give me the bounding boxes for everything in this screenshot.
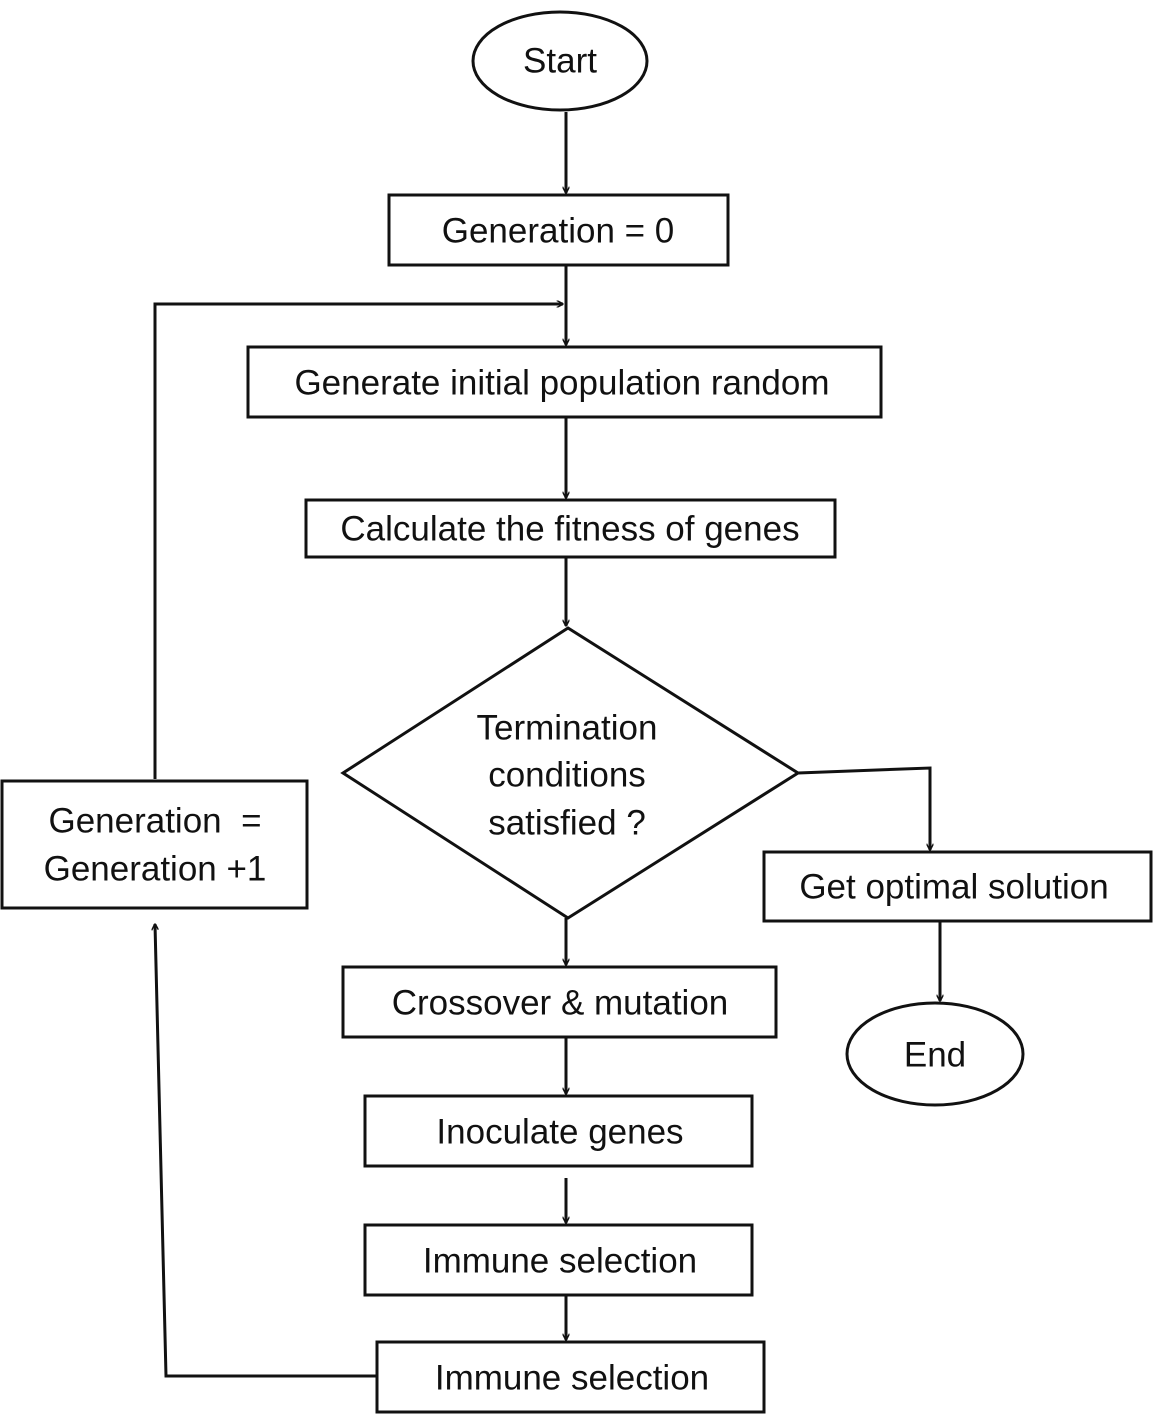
immune-selection-box-2: Immune selection bbox=[375, 1340, 766, 1414]
arrow-increment-loop-back bbox=[153, 304, 563, 779]
end-terminal: End bbox=[845, 1001, 1025, 1107]
inoculate-box: Inoculate genes bbox=[363, 1094, 754, 1168]
increment-box: Generation = Generation +1 bbox=[0, 779, 309, 910]
fitness-label: Calculate the fitness of genes bbox=[340, 510, 799, 549]
crossover-box: Crossover & mutation bbox=[341, 965, 778, 1039]
start-label: Start bbox=[523, 42, 597, 81]
immune-selection-box-1: Immune selection bbox=[363, 1223, 754, 1297]
init-pop-label: Generate initial population random bbox=[294, 364, 829, 403]
optimal-box: Get optimal solution bbox=[762, 850, 1153, 923]
arrow-immune2-to-increment bbox=[155, 924, 377, 1378]
init-pop-box: Generate initial population random bbox=[246, 345, 883, 419]
immune-selection-label-2: Immune selection bbox=[435, 1359, 709, 1398]
gen-zero-box: Generation = 0 bbox=[387, 193, 730, 267]
connectors bbox=[153, 112, 940, 1378]
termination-decision: Termination conditions satisfied ? bbox=[340, 626, 801, 920]
inoculate-label: Inoculate genes bbox=[436, 1113, 683, 1152]
decision-line-1: Termination bbox=[477, 709, 658, 748]
optimal-label: Get optimal solution bbox=[799, 868, 1108, 907]
arrow-decision-to-optimal bbox=[797, 766, 930, 850]
immune-selection-label-1: Immune selection bbox=[423, 1242, 697, 1281]
start-terminal: Start bbox=[471, 10, 649, 112]
end-label: End bbox=[904, 1036, 966, 1075]
fitness-box: Calculate the fitness of genes bbox=[304, 498, 837, 559]
gen-zero-label: Generation = 0 bbox=[442, 212, 675, 251]
crossover-label: Crossover & mutation bbox=[392, 984, 729, 1023]
increment-line-2: Generation +1 bbox=[44, 850, 267, 889]
decision-line-3: satisfied ? bbox=[488, 804, 646, 843]
increment-line-1: Generation = bbox=[48, 802, 261, 841]
decision-line-2: conditions bbox=[488, 756, 646, 795]
